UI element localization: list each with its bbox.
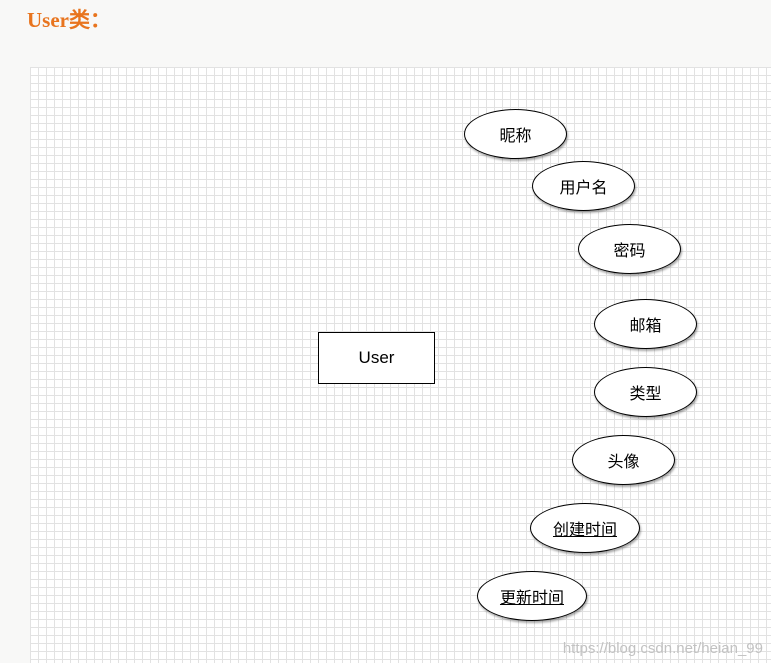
entity-user: User <box>318 332 435 384</box>
attribute-label: 邮箱 <box>629 316 662 335</box>
watermark: https://blog.csdn.net/heian_99 <box>562 640 763 657</box>
attribute-type: 类型 <box>594 367 697 417</box>
attribute-label: 昵称 <box>499 126 532 145</box>
section-heading: User类： <box>27 8 111 32</box>
attribute-create-time: 创建时间 <box>530 503 640 553</box>
attribute-password: 密码 <box>578 224 681 274</box>
attribute-label: 类型 <box>629 384 662 403</box>
attribute-label: 密码 <box>613 241 646 260</box>
attribute-label: 用户名 <box>559 178 608 197</box>
attribute-email: 邮箱 <box>594 299 697 349</box>
attribute-username: 用户名 <box>532 161 635 211</box>
attribute-update-time: 更新时间 <box>477 571 587 621</box>
attribute-label: 创建时间 <box>552 520 617 539</box>
attribute-label: 头像 <box>607 452 640 471</box>
attribute-label: 更新时间 <box>499 588 564 607</box>
attribute-nickname: 昵称 <box>464 109 567 159</box>
attribute-avatar: 头像 <box>572 435 675 485</box>
